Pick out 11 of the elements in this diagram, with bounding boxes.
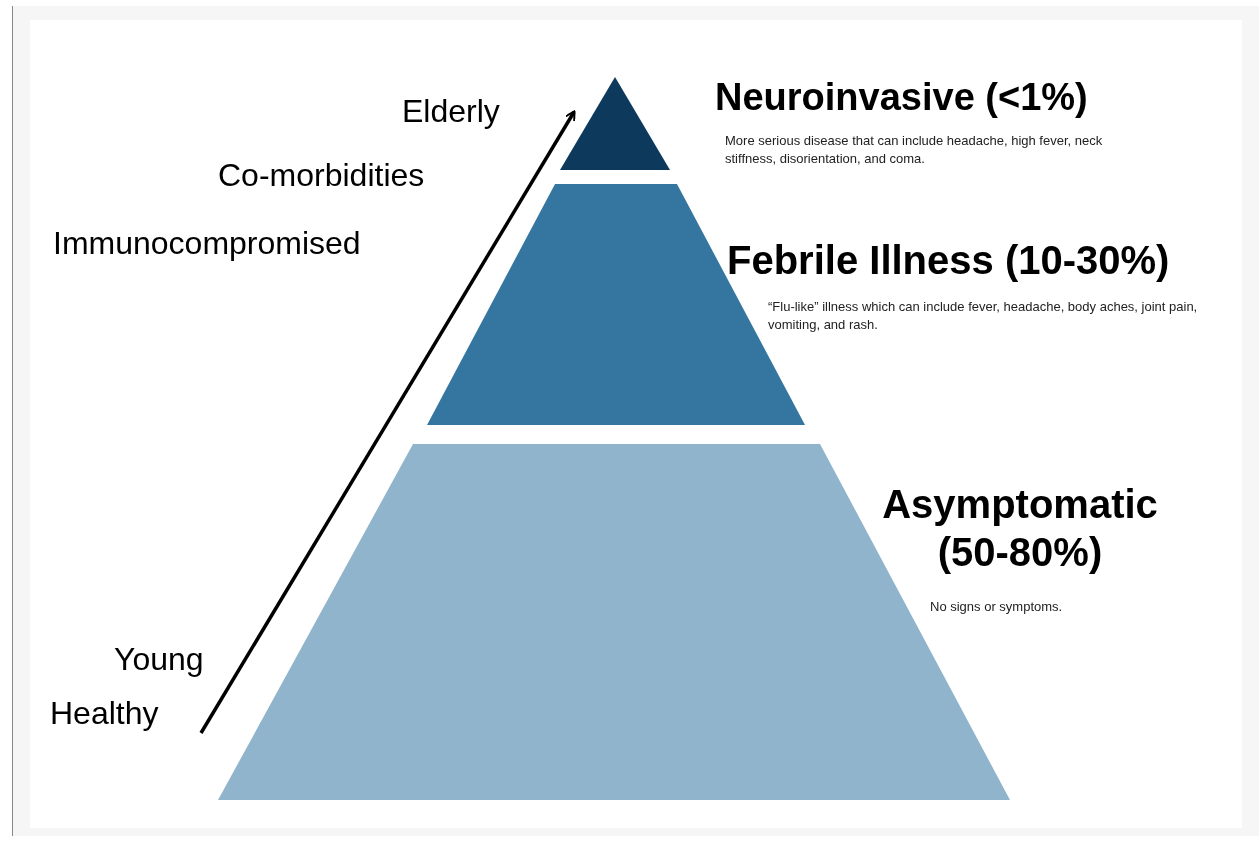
risk-factor-label: Co-morbidities xyxy=(218,156,425,195)
tier-heading: Neuroinvasive (<1%) xyxy=(715,75,1089,120)
risk-factor-label: Young xyxy=(114,640,204,679)
tier-description: “Flu-like” illness which can include fever, headache, body aches, joint pain, vomiting, and rash. xyxy=(768,298,1198,334)
tier-heading: Asymptomatic (50-80%) xyxy=(881,481,1159,576)
risk-factor-label: Healthy xyxy=(50,694,159,733)
risk-factor-label: Elderly xyxy=(402,92,500,131)
tier-description: More serious disease that can include headache, high fever, neck stiffness, disorientation, and coma. xyxy=(725,132,1104,168)
risk-factor-label: Immunocompromised xyxy=(53,224,361,263)
tier-heading: Febrile Illness (10-30%) xyxy=(727,237,1171,284)
tier-description: No signs or symptoms. xyxy=(930,598,1064,616)
